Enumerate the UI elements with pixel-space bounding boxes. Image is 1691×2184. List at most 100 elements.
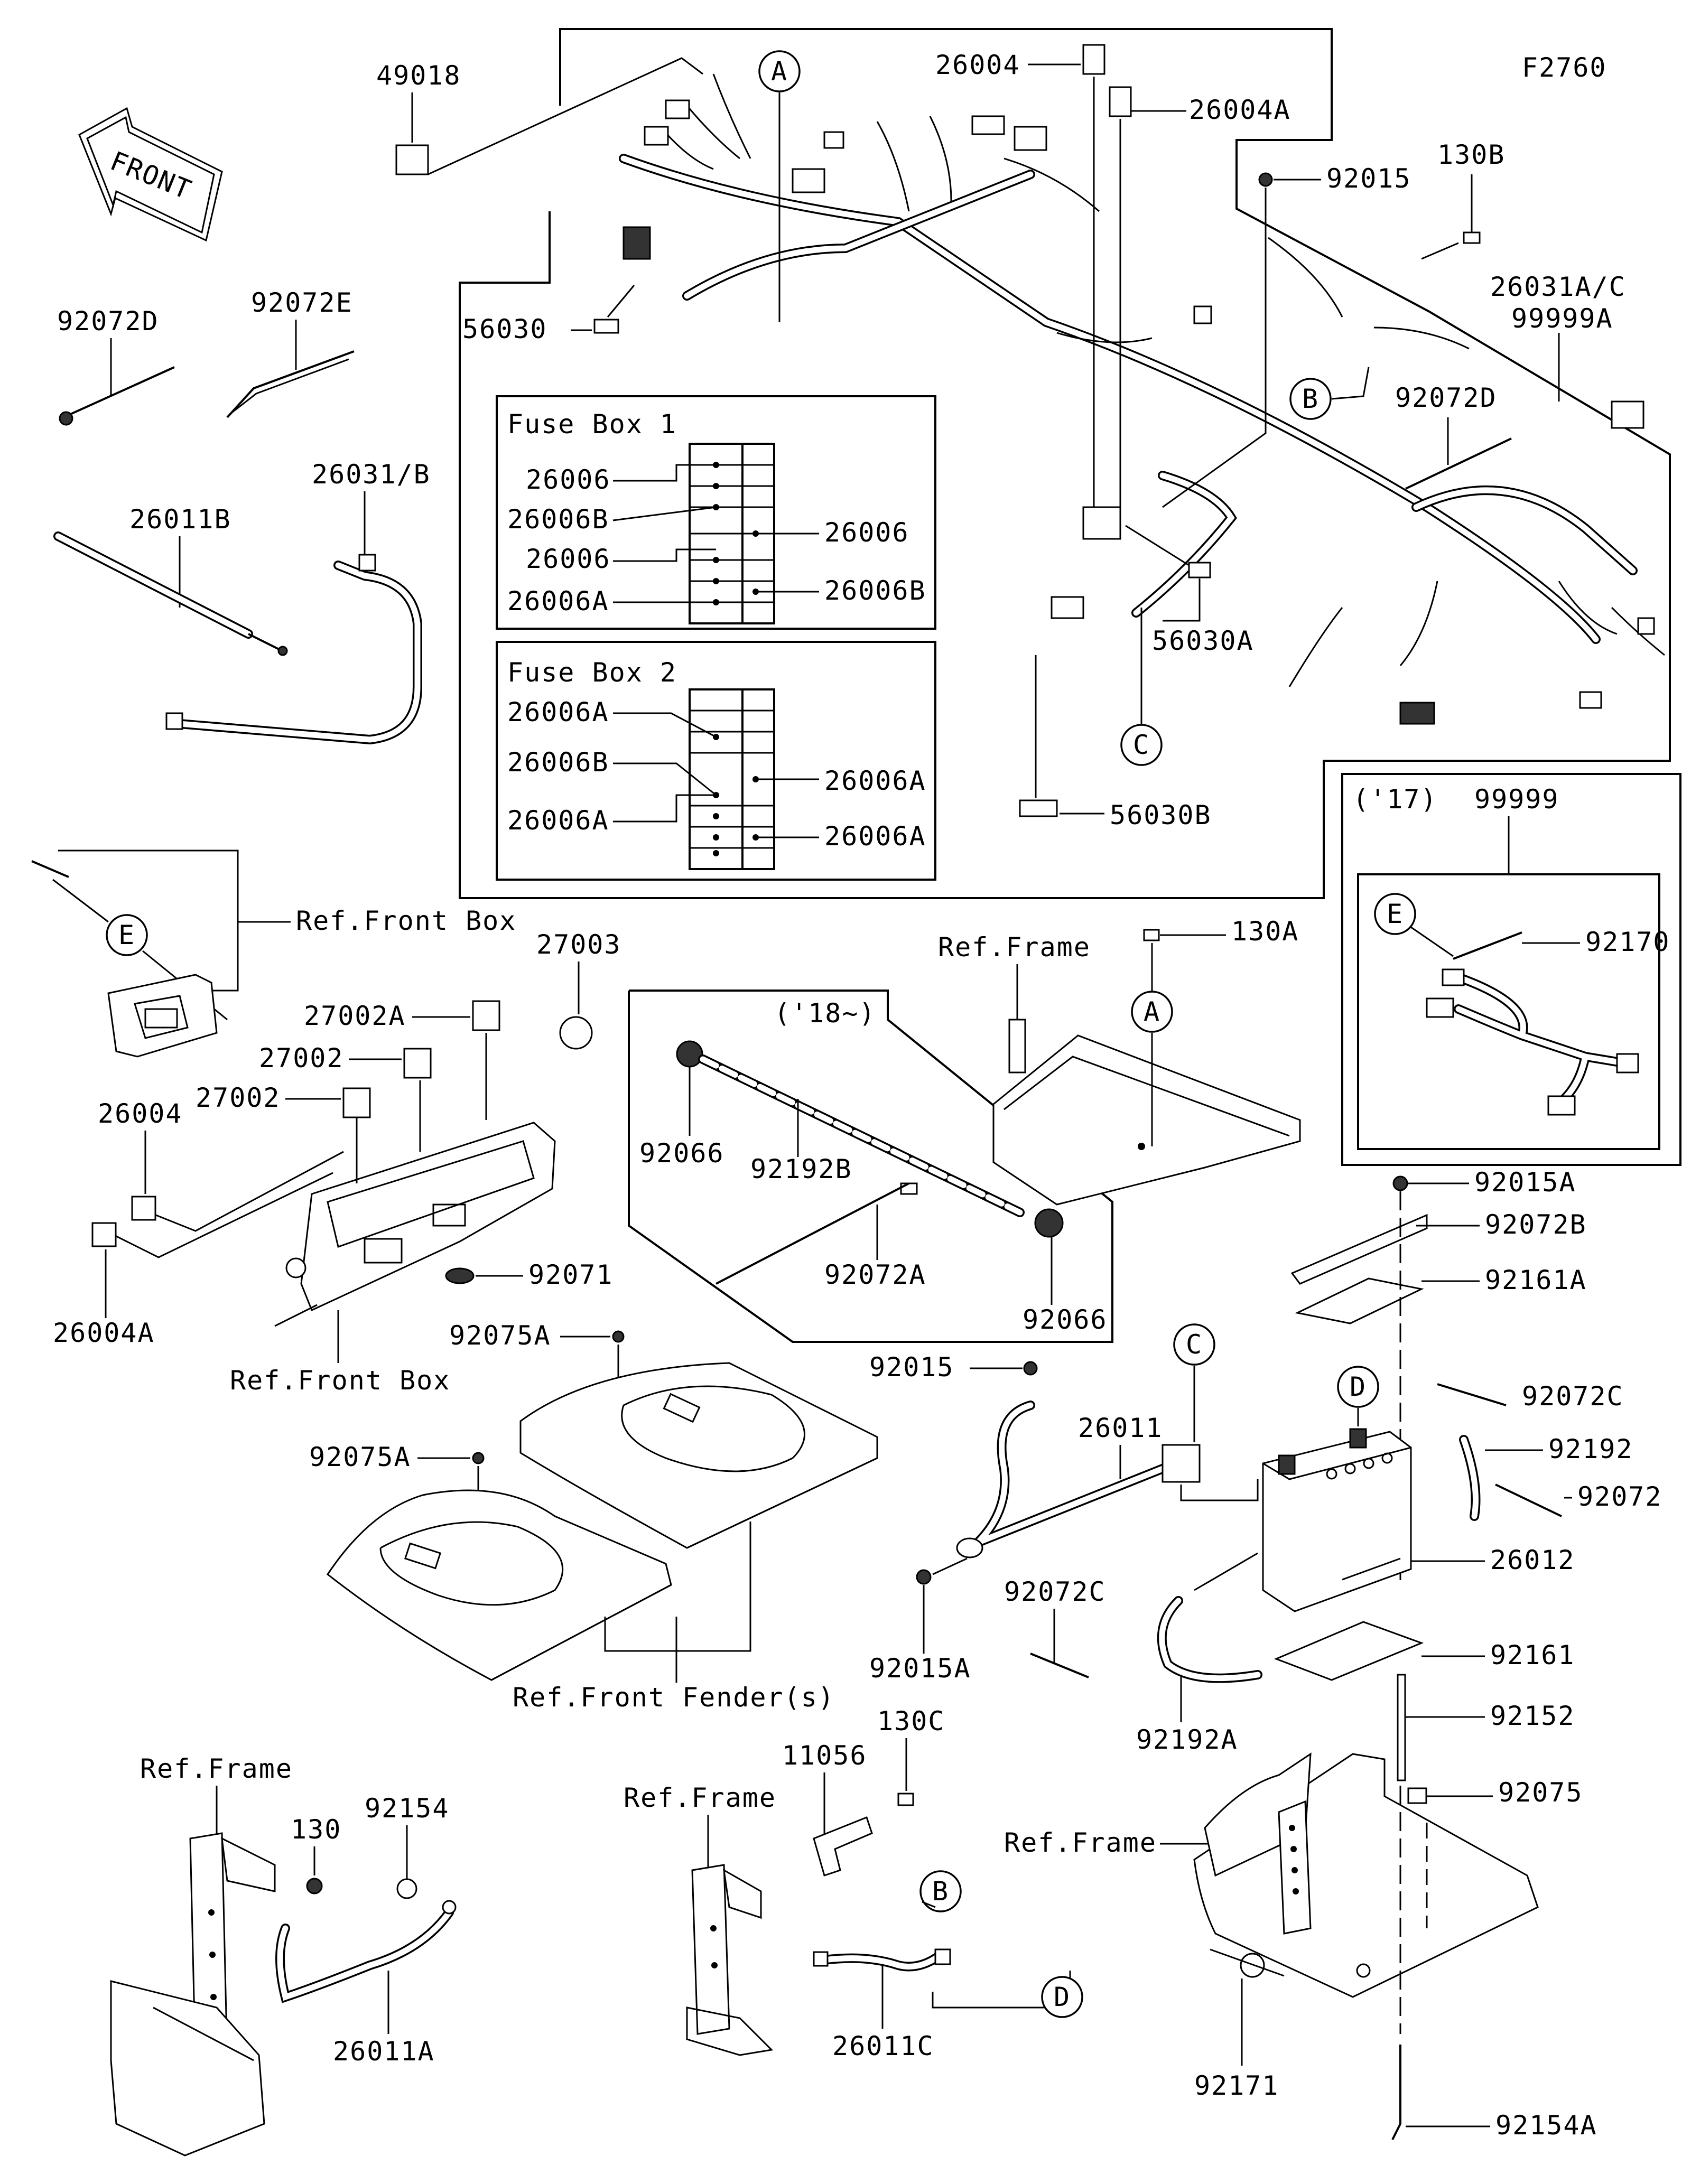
part-27002A: 27002A (304, 1001, 406, 1031)
frame-top (992, 1019, 1301, 1206)
fb1-label-4: 26006A (507, 586, 609, 617)
relay-26004A-top (1109, 86, 1132, 117)
part-92154: 92154 (365, 1793, 450, 1824)
part-92161A: 92161A (1485, 1265, 1587, 1295)
tie-92072C-right (1437, 1383, 1507, 1406)
ref-frame-br: Ref.Frame (1004, 1827, 1157, 1858)
tie-92072C-mid (1030, 1653, 1089, 1678)
fb1-label-6: 26006B (824, 575, 926, 606)
inset-17-part: 92170 (1585, 927, 1670, 957)
part-99999A: 99999A (1511, 303, 1613, 334)
diagram-id: F2760 (1522, 52, 1607, 83)
bolt-130C (897, 1793, 914, 1806)
part-56030A: 56030A (1152, 626, 1254, 656)
fuse-box-2-title: Fuse Box 2 (507, 657, 677, 688)
part-92015A-mid: 92015A (869, 1653, 971, 1684)
svg-text:D: D (1054, 1982, 1071, 2012)
part-26011B: 26011B (129, 504, 231, 535)
part-92072E: 92072E (251, 287, 353, 318)
fb2-label-5: 26006A (824, 821, 926, 852)
tie-92072 (1495, 1483, 1562, 1517)
callout-A-mid: A (1131, 991, 1173, 1146)
front-arrow-icon: FRONT (78, 107, 223, 242)
cable-26031B (175, 561, 422, 745)
part-92192A: 92192A (1136, 1724, 1238, 1755)
part-92072A: 92072A (824, 1259, 926, 1290)
bolt-130 (306, 1878, 323, 1894)
part-92072C-mid: 92072C (1004, 1576, 1106, 1607)
part-27002-b: 27002 (196, 1082, 281, 1113)
part-92015-mid: 92015 (869, 1352, 954, 1383)
switch-27003 (559, 1016, 593, 1050)
inset-17-title: ('17) (1353, 784, 1438, 815)
part-56030: 56030 (462, 314, 547, 344)
rod-92152 (1397, 1674, 1406, 1781)
svg-text:C: C (1186, 1329, 1203, 1360)
pad-92161A (1295, 1277, 1424, 1324)
battery-26012 (1262, 1428, 1412, 1612)
part-26011: 26011 (1078, 1413, 1163, 1443)
part-92152: 92152 (1490, 1701, 1575, 1731)
part-26011C: 26011C (832, 2031, 934, 2061)
fb2-label-3: 26006A (507, 805, 609, 836)
part-92072: 92072 (1577, 1481, 1662, 1512)
part-92072D-left: 92072D (57, 306, 159, 337)
callout-A-top: A (758, 50, 801, 322)
part-26004A-mid: 26004A (53, 1318, 155, 1348)
relay-26004-top (1082, 44, 1105, 75)
part-92075A-a: 92075A (449, 1320, 551, 1351)
relay-26004-mid (131, 1196, 156, 1221)
part-92066-b: 92066 (1023, 1304, 1108, 1335)
part-92154A: 92154A (1495, 2110, 1597, 2141)
svg-text:A: A (771, 56, 788, 87)
part-26011A: 26011A (333, 2036, 435, 2067)
inset-17-ref: E (1387, 899, 1404, 929)
part-92161: 92161 (1490, 1640, 1575, 1670)
front-box-cover (107, 974, 218, 1058)
frame-bc (686, 1864, 774, 2056)
battery-tray (1193, 1752, 1539, 1998)
bracket-11056 (813, 1816, 873, 1877)
ref-frame-bc: Ref.Frame (624, 1782, 776, 1813)
ref-front-box-2: Ref.Front Box (230, 1365, 450, 1396)
relay-battery (1162, 1444, 1201, 1483)
svg-text:B: B (932, 1876, 949, 1907)
fb2-label-2: 26006B (507, 747, 609, 778)
nut-92015A-top (1392, 1175, 1408, 1191)
part-130A: 130A (1231, 916, 1299, 947)
svg-text:A: A (1144, 996, 1160, 1027)
part-26004-mid: 26004 (98, 1098, 183, 1129)
bolt-92154A (1391, 2045, 1401, 2140)
part-130: 130 (291, 1814, 341, 1845)
bolt-130B (1421, 231, 1481, 260)
part-26012: 26012 (1490, 1545, 1575, 1575)
ref-front-fenders: Ref.Front Fender(s) (513, 1682, 835, 1713)
callout-B-top: B (1289, 367, 1370, 420)
relay-27002-b (342, 1087, 371, 1118)
inset-18: ('18~) (628, 990, 1113, 1343)
front-fender-right (519, 1362, 878, 1549)
part-92192B: 92192B (750, 1154, 852, 1184)
fuse-box-1: Fuse Box 1 26006 26006B 26006 26006A 260… (496, 395, 936, 630)
relay-27002-a (403, 1048, 432, 1079)
relay-26004A-mid (91, 1222, 117, 1247)
cable-26011A (275, 1908, 454, 2003)
part-92072C-right: 92072C (1522, 1381, 1624, 1412)
nut-92015-mid (1023, 1361, 1038, 1376)
callout-D-bottom: D (1041, 1976, 1083, 2018)
part-49018: 49018 (376, 60, 461, 91)
fb1-label-2: 26006B (507, 504, 609, 535)
tie-92072D-left (63, 366, 175, 418)
part-92015A-top: 92015A (1474, 1167, 1576, 1198)
svg-text:E: E (118, 920, 135, 950)
part-26031AC: 26031A/C (1490, 272, 1626, 302)
part-27002-a: 27002 (259, 1043, 344, 1074)
bracket-92072B (1290, 1214, 1428, 1285)
fuse-box-2: Fuse Box 2 26006A 26006B 26006A 26006A 2… (496, 641, 936, 881)
fb1-label-1: 26006 (526, 464, 611, 495)
part-92015: 92015 (1326, 163, 1411, 194)
fb1-label-3: 26006 (526, 544, 611, 574)
part-92171: 92171 (1194, 2070, 1279, 2101)
